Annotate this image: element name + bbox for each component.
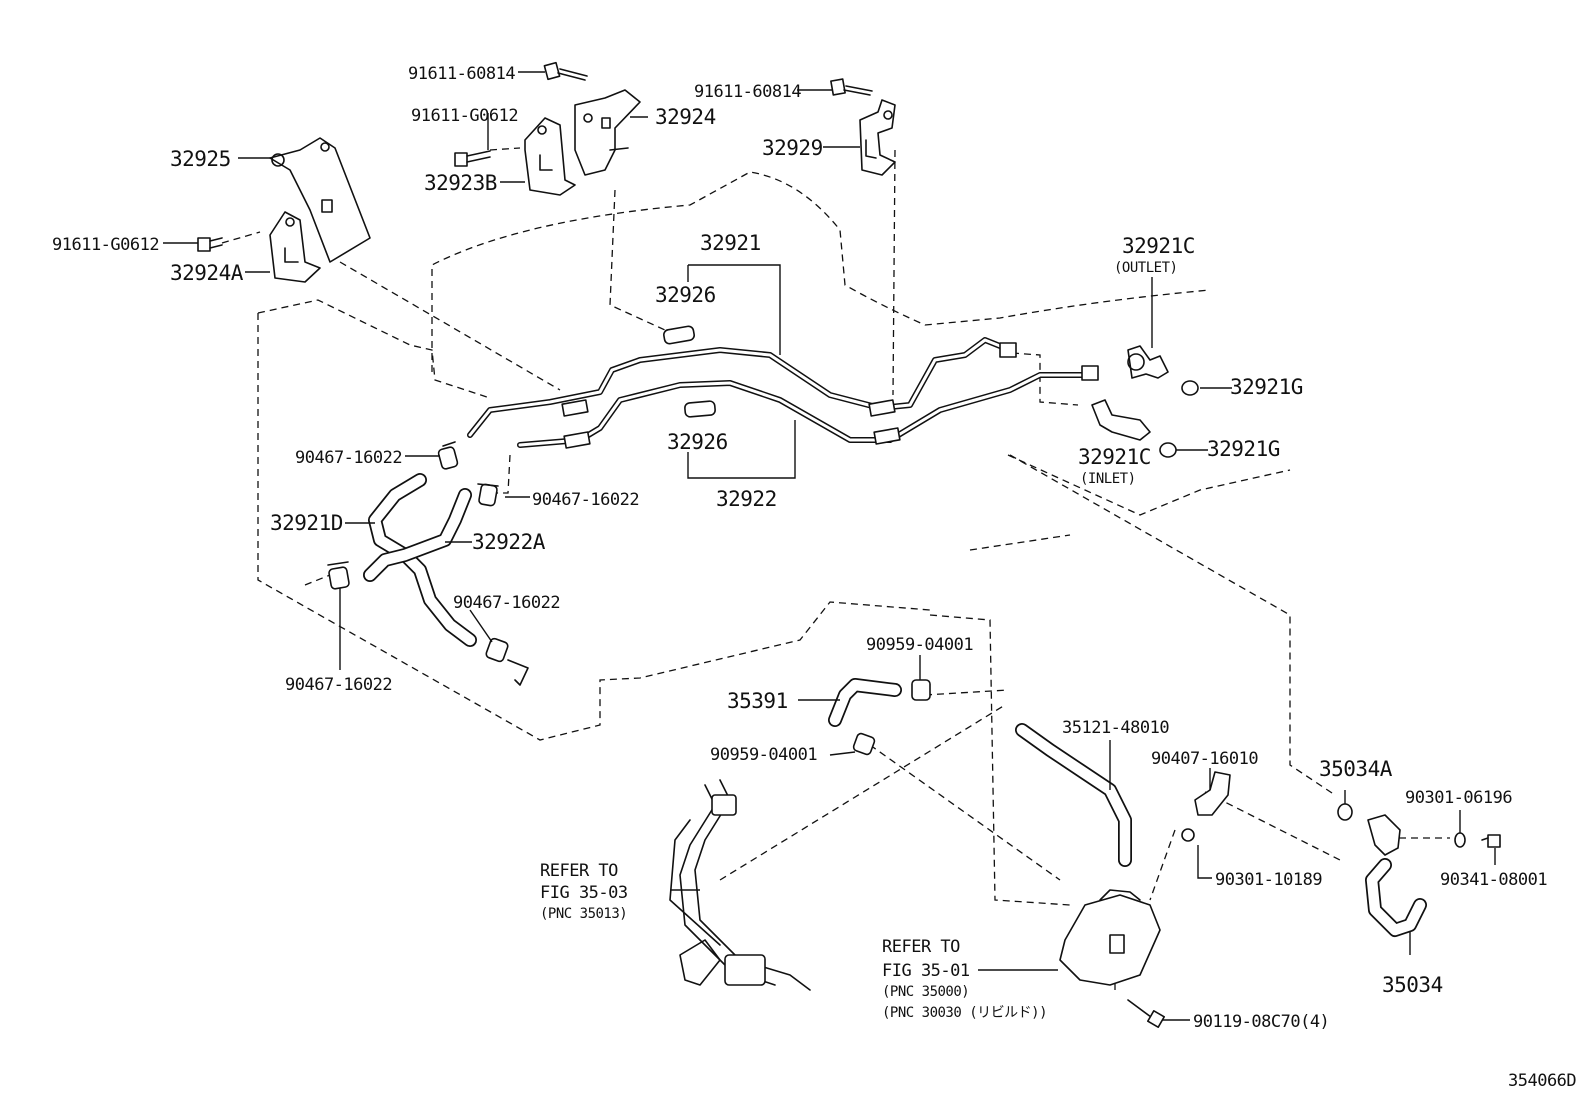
- label-refer-a-line3: (PNC 35013): [540, 906, 627, 922]
- label-union-90407: 90407-16010: [1151, 749, 1258, 769]
- clip-90959-a[interactable]: [911, 679, 931, 701]
- label-refer-a-line2: FIG 35-03: [540, 883, 628, 903]
- label-refer-a-line1: REFER TO: [540, 861, 618, 881]
- label-bolt-91611-60814-right: 91611-60814: [694, 82, 801, 102]
- clip-90959-b[interactable]: [852, 732, 876, 756]
- union-32921c-inlet[interactable]: [1091, 399, 1151, 441]
- label-bracket-32924: 32924: [655, 105, 716, 129]
- label-bolt-91611-g0612-left: 91611-G0612: [52, 235, 159, 255]
- gasket-32921g-top[interactable]: [1181, 380, 1199, 396]
- label-bracket-32929: 32929: [762, 136, 823, 160]
- bracket-32924[interactable]: [574, 89, 641, 176]
- label-hose-35391: 35391: [727, 689, 788, 713]
- label-clip-90467-a: 90467-16022: [295, 448, 402, 468]
- assembly-dashes: [221, 147, 1450, 990]
- label-clip-90467-d: 90467-16022: [285, 675, 392, 695]
- label-gasket-32921g-top: 32921G: [1230, 375, 1303, 399]
- label-hose-32922a: 32922A: [472, 530, 546, 554]
- label-pipe-32921: 32921: [700, 231, 761, 255]
- hose-35034[interactable]: [1365, 814, 1427, 937]
- clip-90467-c[interactable]: [327, 561, 350, 590]
- label-refer-b-line2: FIG 35-01: [882, 961, 970, 981]
- label-union-32921c-outlet: 32921C: [1122, 234, 1195, 258]
- gasket-35034a[interactable]: [1337, 803, 1353, 821]
- bracket-32925[interactable]: [269, 137, 371, 263]
- label-hose-35121: 35121-48010: [1062, 718, 1169, 738]
- gasket-32921g-bottom[interactable]: [1159, 442, 1177, 458]
- bolt-91611-60814-right[interactable]: [830, 78, 873, 96]
- label-clip-90959-b: 90959-04001: [710, 745, 817, 765]
- oring-90301-06196[interactable]: [1454, 832, 1466, 848]
- label-hose-35034: 35034: [1382, 973, 1443, 997]
- label-oring-90301-10189: 90301-10189: [1215, 870, 1322, 890]
- sleeve-32926-bottom[interactable]: [684, 400, 716, 418]
- pipe-sleeves: [561, 399, 901, 449]
- bracket-32923b[interactable]: [524, 117, 576, 196]
- label-clip-90467-b: 90467-16022: [532, 490, 639, 510]
- clip-90467-b[interactable]: [477, 483, 499, 507]
- clip-90467-a[interactable]: [437, 441, 459, 470]
- label-clip-90467-c: 90467-16022: [453, 593, 560, 613]
- label-clip-90959-a: 90959-04001: [866, 635, 973, 655]
- label-outlet-note: (OUTLET): [1114, 260, 1177, 276]
- union-32921c-outlet[interactable]: [1127, 345, 1169, 379]
- label-bolt-91611-60814-top: 91611-60814: [408, 64, 515, 84]
- label-gasket-35034a: 35034A: [1319, 757, 1393, 781]
- label-refer-b-line3: (PNC 35000): [882, 984, 969, 1000]
- label-bracket-32925: 32925: [170, 147, 231, 171]
- bracket-32929[interactable]: [859, 99, 896, 176]
- label-bracket-32923b: 32923B: [424, 171, 497, 195]
- labels: 91611-60814 91611-G0612 32924 91611-6081…: [52, 64, 1577, 1091]
- label-hose-32921d: 32921D: [270, 511, 343, 535]
- label-bolt-91611-g0612-mid: 91611-G0612: [411, 106, 518, 126]
- clip-90467-d[interactable]: [485, 637, 529, 686]
- bolt-91611-60814-top[interactable]: [543, 61, 588, 81]
- hose-35391[interactable]: [828, 678, 902, 727]
- sleeve-32926-top[interactable]: [663, 325, 695, 345]
- label-sleeve-32926-top: 32926: [655, 283, 716, 307]
- label-bracket-32924a: 32924A: [170, 261, 244, 285]
- diagram-code: 354066D: [1508, 1071, 1576, 1091]
- label-oring-90301-06196: 90301-06196: [1405, 788, 1512, 808]
- label-gasket-32921g-bottom: 32921G: [1207, 437, 1280, 461]
- label-refer-b-line4: (PNC 30030 (リビルド)): [882, 1005, 1047, 1021]
- label-inlet-note: (INLET): [1080, 471, 1136, 487]
- union-90407[interactable]: [1194, 771, 1231, 816]
- hose-32922a[interactable]: [363, 488, 472, 582]
- label-union-32921c-inlet: 32921C: [1078, 445, 1151, 469]
- engine-outline: [257, 171, 1336, 906]
- oring-90301-10189[interactable]: [1181, 828, 1195, 842]
- bolt-91611-g0612-left[interactable]: [197, 237, 223, 252]
- label-plug-90341: 90341-08001: [1440, 870, 1547, 890]
- pipe-end-fittings: [999, 342, 1099, 381]
- bolt-90119[interactable]: [1127, 999, 1165, 1028]
- label-sleeve-32926-bottom: 32926: [667, 430, 728, 454]
- leader-lines: [163, 71, 1496, 1021]
- bolt-91611-g0612-mid[interactable]: [454, 150, 491, 167]
- label-pipe-32922: 32922: [716, 487, 777, 511]
- plug-90341[interactable]: [1481, 834, 1501, 848]
- pipe-32922[interactable]: [517, 372, 1093, 448]
- pipe-32921[interactable]: [467, 337, 1013, 438]
- hose-35121[interactable]: [1015, 723, 1132, 867]
- label-bolt-90119: 90119-08C70(4): [1193, 1012, 1329, 1032]
- transaxle-housing: [1059, 889, 1161, 986]
- refer-fig-35-03-sketch: [669, 779, 811, 991]
- label-refer-b-line1: REFER TO: [882, 937, 960, 957]
- bracket-32924a[interactable]: [269, 211, 321, 283]
